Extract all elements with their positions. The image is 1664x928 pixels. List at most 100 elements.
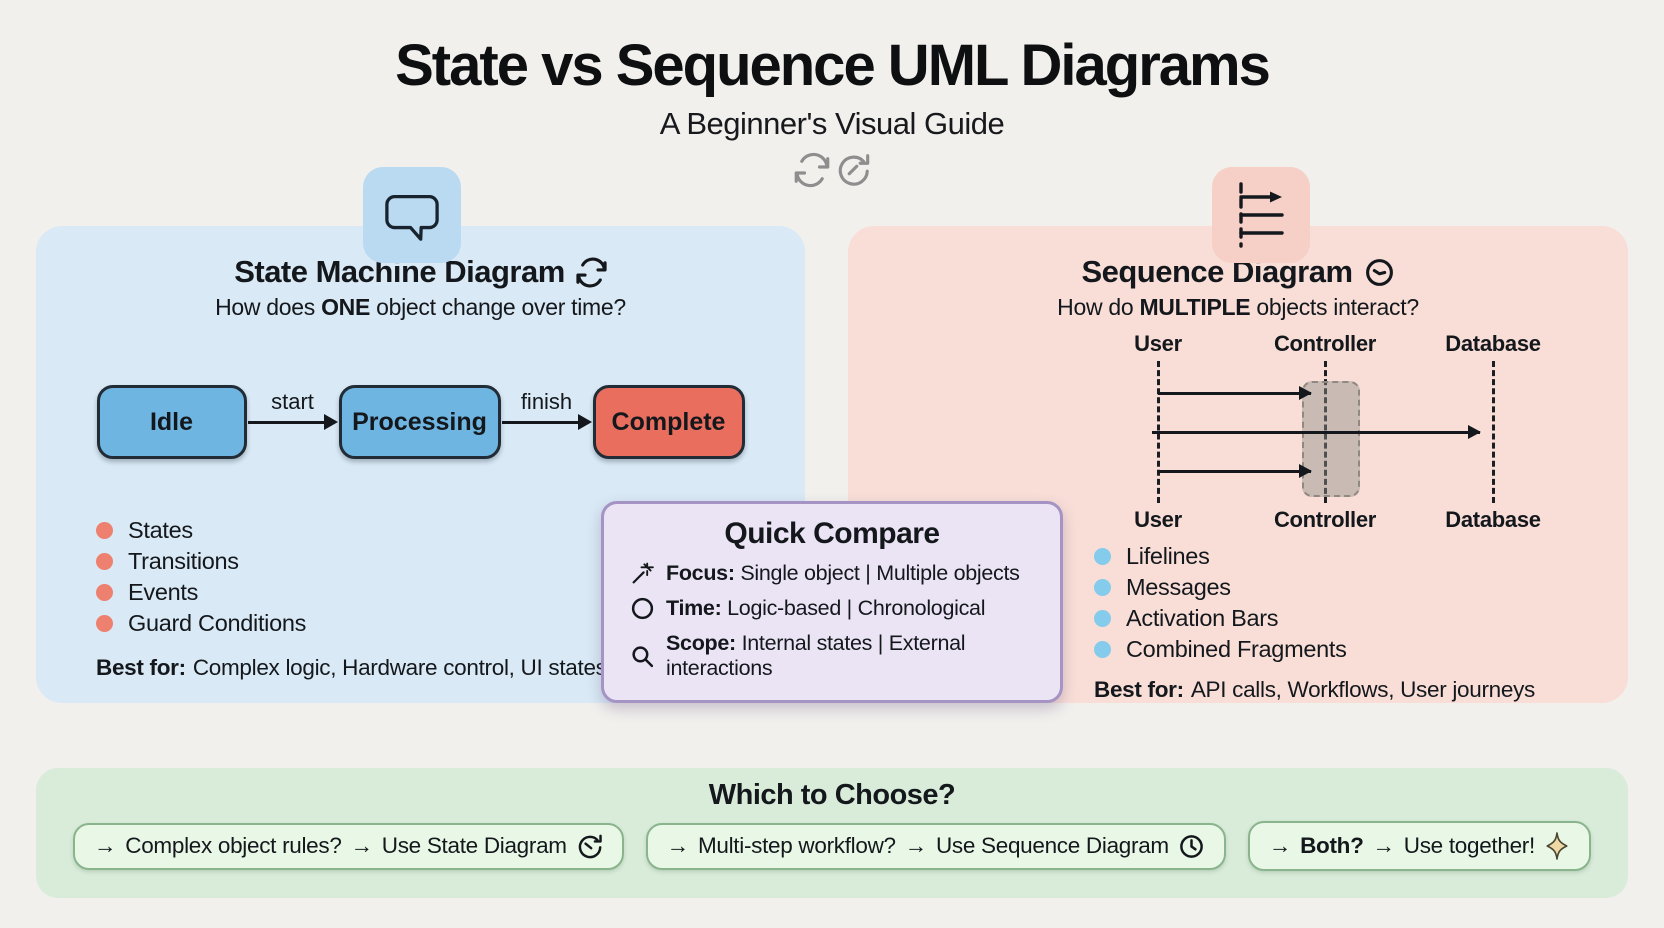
transition-arrow-start: start: [247, 385, 339, 459]
question-prefix: How does: [215, 294, 322, 320]
wand-icon: [630, 561, 655, 586]
bullet-dot: [96, 522, 113, 539]
sequence-panel-question: How do MULTIPLE objects interact?: [848, 294, 1628, 321]
sequence-panel-heading-text: Sequence Diagram: [1081, 254, 1353, 289]
chooser-panel: Which to Choose? → Complex object rules?…: [36, 768, 1628, 898]
feature-item: Activation Bars: [1094, 603, 1628, 634]
refresh-icon: [576, 257, 607, 288]
compare-text: Scope: Internal states | External intera…: [666, 631, 1060, 681]
message-arrow: [1152, 425, 1481, 439]
sequence-best-for: Best for:API calls, Workflows, User jour…: [1094, 677, 1628, 703]
state-node-complete: Complete: [592, 385, 745, 459]
bullet-dot: [96, 615, 113, 632]
arrow-glyph: →: [1268, 833, 1292, 858]
option-question: Complex object rules?: [125, 833, 342, 858]
clock-icon: [1364, 257, 1395, 288]
lifeline-label-bottom: Controller: [1273, 507, 1377, 532]
state-node-idle: Idle: [96, 385, 247, 459]
sequence-panel: Sequence Diagram How do MULTIPLE objects…: [848, 226, 1628, 703]
state-panel-badge: [363, 167, 461, 263]
feature-item: Events: [96, 577, 805, 608]
best-for-text: API calls, Workflows, User journeys: [1190, 677, 1535, 702]
lifeline-label-top: Database: [1445, 331, 1541, 356]
option-question: Multi-step workflow?: [697, 833, 896, 858]
magnifier-icon: [630, 644, 655, 669]
compare-value: Internal states | External interactions: [666, 631, 966, 680]
option-question: Both?: [1300, 833, 1364, 858]
arrow-glyph: →: [904, 833, 928, 858]
feature-item: States: [96, 515, 805, 546]
feature-item: Messages: [1094, 572, 1628, 603]
message-arrow: [1158, 464, 1312, 478]
compare-label: Scope:: [666, 631, 736, 655]
speech-bubble-icon: [381, 187, 443, 243]
bullet-dot: [96, 584, 113, 601]
arrow-glyph: →: [666, 833, 690, 858]
transition-arrow-finish: finish: [501, 385, 593, 459]
feature-label: Lifelines: [1126, 543, 1210, 569]
option-answer: Use Sequence Diagram: [935, 833, 1169, 858]
sparkle-icon: [1544, 831, 1570, 861]
message-arrow: [1158, 386, 1312, 400]
arrow-line: [247, 414, 338, 430]
sequence-diagram: User Controller Database User Controller…: [1080, 331, 1560, 532]
feature-item: Lifelines: [1094, 541, 1628, 572]
lifeline-line: [1491, 361, 1495, 503]
clock-icon: [1178, 833, 1205, 860]
arrow-glyph: →: [1372, 833, 1396, 858]
state-panel-question: How does ONE object change over time?: [36, 294, 805, 321]
sequence-panel-heading: Sequence Diagram: [848, 254, 1628, 290]
arrow-glyph: →: [350, 833, 374, 858]
clock-forward-icon: [835, 152, 871, 188]
lifeline-label-top: User: [1134, 331, 1182, 356]
compare-value: Single object | Multiple objects: [740, 561, 1020, 585]
compare-value: Logic-based | Chronological: [727, 596, 986, 620]
compare-row-focus: Focus: Single object | Multiple objects: [630, 561, 1060, 586]
bullet-dot: [1094, 579, 1111, 596]
page-title: State vs Sequence UML Diagrams: [395, 33, 1271, 98]
chooser-options: → Complex object rules? → Use State Diag…: [36, 821, 1628, 871]
question-suffix: object change over time?: [370, 294, 626, 320]
bullet-dot: [1094, 610, 1111, 627]
feature-label: Guard Conditions: [128, 610, 307, 636]
best-for-label: Best for:: [1094, 677, 1184, 702]
circle-icon: [630, 596, 655, 621]
lifeline-label-bottom: Database: [1445, 507, 1541, 532]
feature-label: Events: [128, 579, 199, 605]
page-subtitle: A Beginner's Visual Guide: [659, 106, 1005, 141]
compare-row-time: Time: Logic-based | Chronological: [630, 596, 1060, 621]
chooser-option-state: → Complex object rules? → Use State Diag…: [73, 822, 624, 870]
sequence-features: Lifelines Messages Activation Bars Combi…: [1094, 541, 1628, 665]
state-node-processing: Processing: [338, 385, 501, 459]
compare-text: Focus: Single object | Multiple objects: [666, 561, 1020, 586]
feature-label: States: [128, 517, 193, 543]
bullet-dot: [1094, 548, 1111, 565]
option-answer: Use State Diagram: [381, 833, 567, 858]
lifeline-label-top: Controller: [1273, 331, 1377, 356]
feature-label: Transitions: [128, 548, 239, 574]
question-bold: MULTIPLE: [1139, 294, 1251, 320]
quick-compare-card: Quick Compare Focus: Single object | Mul…: [601, 501, 1063, 703]
compare-text: Time: Logic-based | Chronological: [666, 596, 985, 621]
sequence-panel-badge: [1212, 167, 1310, 263]
lifeline-label-bottom: User: [1134, 507, 1182, 532]
state-flow: Idle start Processing finish Complete: [36, 385, 805, 459]
best-for-text: Complex logic, Hardware control, UI stat…: [192, 655, 607, 680]
feature-item: Combined Fragments: [1094, 634, 1628, 665]
question-prefix: How do: [1057, 294, 1140, 320]
quick-compare-title: Quick Compare: [724, 517, 940, 550]
feature-item: Transitions: [96, 546, 805, 577]
transition-label: finish: [520, 389, 573, 414]
chooser-option-both: → Both? → Use together!: [1247, 821, 1591, 871]
state-best-for: Best for:Complex logic, Hardware control…: [96, 655, 805, 681]
feature-item: Guard Conditions: [96, 608, 805, 639]
feature-label: Messages: [1126, 574, 1231, 600]
arrow-line: [501, 414, 592, 430]
question-suffix: objects interact?: [1250, 294, 1419, 320]
compare-label: Time:: [666, 596, 722, 620]
option-answer: Use together!: [1403, 833, 1535, 858]
question-bold: ONE: [321, 294, 371, 320]
best-for-label: Best for:: [96, 655, 186, 680]
bullet-dot: [1094, 641, 1111, 658]
